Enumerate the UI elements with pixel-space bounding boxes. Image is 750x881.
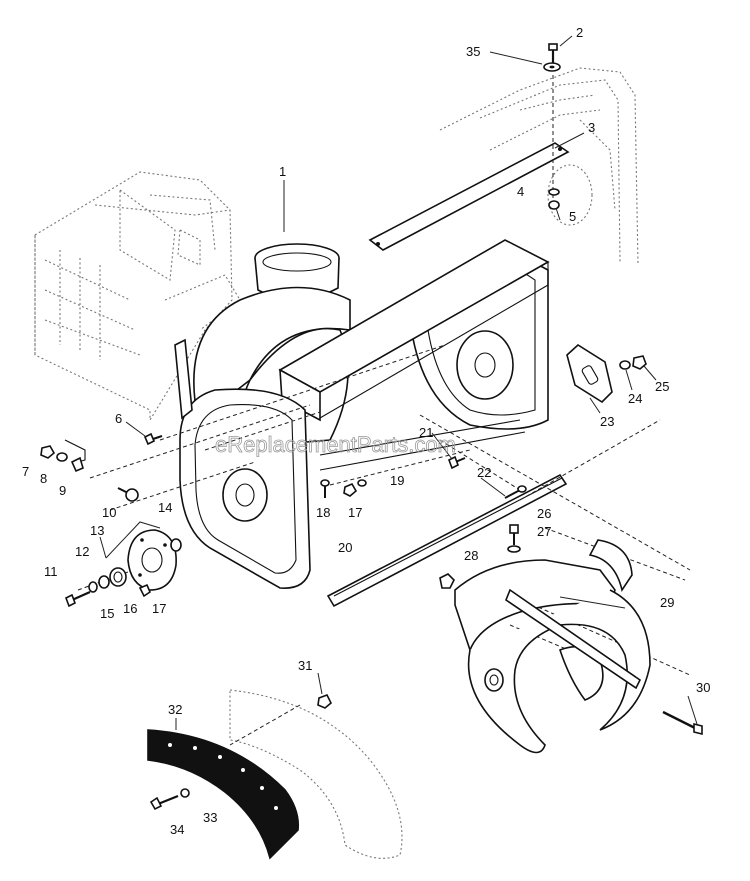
lock-washer-9 xyxy=(70,456,84,473)
nut-7 xyxy=(40,445,56,459)
bolt-26 xyxy=(509,524,519,545)
label-10: 10 xyxy=(102,505,116,520)
washer-33 xyxy=(180,788,190,798)
washer-27 xyxy=(507,545,521,553)
shave-plate-32 xyxy=(147,729,300,860)
label-23: 23 xyxy=(600,414,614,429)
leader-lines xyxy=(99,35,698,730)
label-8: 8 xyxy=(40,471,47,486)
label-15: 15 xyxy=(100,606,114,621)
auger-29 xyxy=(454,539,651,754)
label-9: 9 xyxy=(59,483,66,498)
bearing-flange-13 xyxy=(127,529,177,591)
slide-rail xyxy=(368,142,570,251)
washer-8 xyxy=(56,452,68,462)
bolt-6 xyxy=(143,432,163,446)
label-20: 20 xyxy=(338,540,352,555)
label-4: 4 xyxy=(517,184,524,199)
label-6: 6 xyxy=(115,411,122,426)
label-12: 12 xyxy=(75,544,89,559)
label-1: 1 xyxy=(279,164,286,179)
label-11: 11 xyxy=(44,564,58,579)
label-18: 18 xyxy=(316,505,330,520)
label-26: 26 xyxy=(537,506,551,521)
nut-25 xyxy=(632,355,647,370)
label-34: 34 xyxy=(170,822,184,837)
bolt-10 xyxy=(117,487,139,502)
label-5: 5 xyxy=(569,209,576,224)
watermark: eReplacementParts.com xyxy=(215,432,456,457)
nut-31 xyxy=(317,693,332,709)
part-labels: 1 2 3 4 5 6 7 8 9 10 11 12 13 14 15 16 1… xyxy=(22,25,710,837)
label-29: 29 xyxy=(660,595,674,610)
bolt-2 xyxy=(548,43,558,64)
bolt-18 xyxy=(320,479,330,498)
label-7: 7 xyxy=(22,464,29,479)
label-16: 16 xyxy=(123,601,137,616)
label-22: 22 xyxy=(477,465,491,480)
washer-24 xyxy=(619,360,631,370)
auger-housing xyxy=(174,239,550,589)
label-19: 19 xyxy=(390,473,404,488)
bolt-34 xyxy=(149,794,179,811)
label-17b: 17 xyxy=(348,505,362,520)
nut-28 xyxy=(439,573,455,589)
label-32: 32 xyxy=(168,702,182,717)
label-28: 28 xyxy=(464,548,478,563)
key-9 xyxy=(64,439,86,463)
label-31: 31 xyxy=(298,658,312,673)
label-35: 35 xyxy=(466,44,480,59)
label-25: 25 xyxy=(655,379,669,394)
nut-17b xyxy=(343,482,358,497)
label-3: 3 xyxy=(588,120,595,135)
label-14: 14 xyxy=(158,500,172,515)
label-27: 27 xyxy=(537,524,551,539)
label-17a: 17 xyxy=(152,601,166,616)
frame-outline xyxy=(439,67,639,266)
bolt-30 xyxy=(662,710,703,736)
engine-outline xyxy=(34,171,241,422)
label-2: 2 xyxy=(576,25,583,40)
nut-17a xyxy=(138,583,151,598)
shave-plate-outline xyxy=(229,689,403,859)
washer-15 xyxy=(98,575,110,589)
washer-17b xyxy=(357,479,367,487)
label-30: 30 xyxy=(696,680,710,695)
bolt-11 xyxy=(64,590,91,608)
bolt-22 xyxy=(504,485,527,499)
label-24: 24 xyxy=(628,391,642,406)
nut-5 xyxy=(548,188,560,210)
rail-hole-icon xyxy=(376,242,380,246)
shave-plate-holes xyxy=(168,743,278,810)
rail-hole-icon xyxy=(558,147,562,151)
bolt-21 xyxy=(447,455,466,470)
label-21: 21 xyxy=(419,425,433,440)
washer-14 xyxy=(170,538,182,552)
bearing-16 xyxy=(109,567,127,587)
label-13: 13 xyxy=(90,523,104,538)
skid-shoe-23 xyxy=(566,343,613,404)
washer-12 xyxy=(88,581,98,593)
label-33: 33 xyxy=(203,810,217,825)
scraper-bar-20 xyxy=(326,473,568,608)
